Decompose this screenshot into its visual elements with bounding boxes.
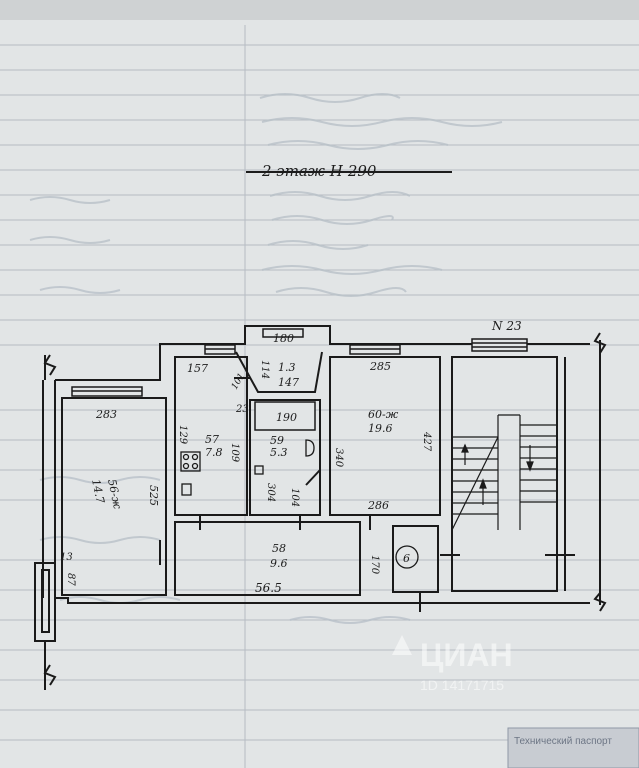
room-56-top-dim: 283 [95, 408, 117, 421]
room-small-walls [235, 351, 323, 393]
room-60-bottom-dim: 286 [367, 499, 389, 512]
stamp-text: Технический паспорт [514, 736, 612, 747]
chimney-circle [395, 545, 419, 569]
room-small-area: 1.3 [278, 361, 296, 374]
break-mark-left-bottom [43, 664, 57, 686]
room-58-id: 58 [272, 542, 286, 555]
watermark-text: ЦИАН [420, 637, 513, 673]
watermark-logo-icon [392, 635, 412, 655]
room-60-walls [329, 356, 441, 516]
room-56-id: 56-ж [105, 478, 124, 511]
room-60-right-dim: 427 [421, 431, 432, 452]
basin-icon [254, 465, 264, 475]
apartment-number: N 23 [491, 319, 522, 333]
room-small-top-dim: 180 [273, 332, 294, 345]
fixtures [180, 439, 419, 569]
break-mark-bottom [593, 592, 607, 612]
room-57-id: 57 [205, 433, 219, 446]
room-small-left-dim: 114 [259, 360, 270, 379]
dim-13: 13 [60, 552, 73, 563]
room-57-left-dim: 129 [177, 425, 188, 445]
window [471, 338, 528, 352]
room-59-side-b: 104 [289, 488, 300, 507]
room-small-bottom-dim: 147 [278, 376, 299, 389]
room-60-left-dim: 340 [333, 448, 344, 468]
room-56-side-dim: 525 [147, 485, 160, 506]
room-59-area: 5.3 [270, 446, 288, 459]
chimney-label: 6 [403, 552, 410, 565]
outer-wall-top [55, 325, 590, 381]
room-57-area: 7.8 [205, 446, 223, 459]
dim-23: 23 [235, 404, 249, 415]
stove-icon [180, 451, 201, 472]
dim-87: 87 [65, 573, 76, 586]
toilet-icon [305, 439, 315, 457]
room-59-inner-dim: 190 [276, 411, 297, 424]
room-60-id: 60-ж [368, 408, 399, 421]
room-60-area: 19.6 [368, 422, 393, 435]
room-60-top-dim: 285 [369, 360, 391, 373]
room-57-walls [174, 356, 248, 516]
room-59-side-a: 304 [265, 483, 276, 502]
faded-text [29, 93, 503, 624]
room-59-id: 59 [270, 434, 284, 447]
room-56-area: 14.7 [89, 478, 107, 505]
room-57-top-dim: 157 [187, 362, 208, 375]
room-59-walls [249, 399, 321, 516]
left-stub-inner [41, 569, 50, 633]
outer-wall-bottom [54, 380, 590, 604]
stamp: Технический паспорт [507, 727, 639, 768]
windows [71, 328, 528, 431]
bathtub [254, 401, 316, 431]
break-mark-top [593, 332, 607, 354]
room-58-area: 9.6 [270, 557, 288, 570]
room-58-width-dim: 56.5 [255, 581, 282, 595]
room-57-side-dim: 109 [229, 443, 240, 463]
break-mark-left-top [43, 354, 57, 376]
watermark-subtext: 1D 14171715 [420, 677, 504, 693]
stairs-icon [451, 414, 557, 531]
room-56-walls [61, 397, 167, 596]
room-58-depth-dim: 170 [369, 555, 380, 575]
window [262, 328, 304, 338]
chimney-block [392, 525, 439, 593]
sink-icon [181, 483, 192, 496]
watermark: ЦИАН 1D 14171715 [392, 635, 513, 693]
floor-plan [34, 325, 607, 690]
